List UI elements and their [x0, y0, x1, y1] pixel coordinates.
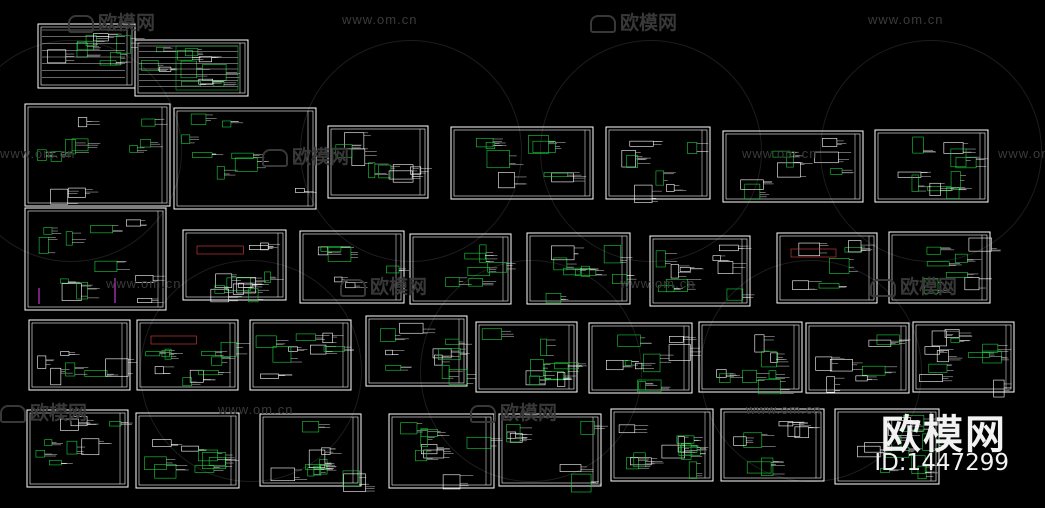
drawing-sheet[interactable] — [136, 319, 250, 391]
watermark-circle — [300, 40, 522, 262]
drawing-sheet[interactable] — [24, 207, 167, 311]
drawing-sheet[interactable] — [805, 322, 911, 394]
drawing-sheet[interactable] — [182, 229, 287, 303]
watermark-logo-icon — [0, 404, 26, 423]
drawing-sheet[interactable] — [698, 321, 803, 395]
drawing-sheet[interactable] — [649, 235, 755, 307]
watermark-url: www.om.cn — [342, 12, 418, 27]
drawing-sheet[interactable] — [24, 103, 171, 207]
watermark-brand: 欧模网 — [470, 398, 557, 425]
drawing-sheet[interactable] — [610, 408, 714, 482]
watermark-brand: 欧模网 — [340, 272, 427, 299]
watermark-circle — [420, 260, 642, 482]
drawing-sheet[interactable] — [722, 130, 864, 203]
watermark-logo-icon — [262, 148, 288, 167]
brand-logo-large: 欧模网 — [881, 412, 1007, 458]
watermark-logo-icon — [340, 278, 366, 297]
drawing-sheet[interactable] — [173, 107, 317, 210]
drawing-sheet[interactable] — [526, 232, 637, 305]
drawing-sheet[interactable] — [874, 129, 989, 203]
watermark-logo-icon — [590, 14, 616, 33]
drawing-sheet[interactable] — [450, 126, 594, 200]
drawing-sheet[interactable] — [888, 231, 1001, 304]
drawing-sheet[interactable] — [249, 319, 355, 391]
watermark-url: www.om.cn — [868, 12, 944, 27]
watermark-logo-icon — [870, 278, 896, 297]
drawing-sheet[interactable] — [605, 126, 711, 203]
watermark-brand: 欧模网 — [68, 8, 155, 35]
drawing-sheet[interactable] — [834, 408, 949, 485]
watermark-brand: 欧模网 — [262, 142, 349, 169]
model-id-label: ID:1447299 — [874, 450, 1009, 476]
watermark-url: www.om.cn — [0, 146, 76, 161]
watermark-url: www.om.cn — [746, 402, 822, 417]
drawing-sheet[interactable] — [365, 315, 477, 387]
watermark-url: www.om.cn — [106, 276, 182, 291]
drawing-sheet[interactable] — [28, 319, 137, 391]
drawing-sheet[interactable] — [388, 413, 503, 490]
watermark-logo-icon — [470, 404, 496, 423]
watermark-logo-icon — [68, 14, 94, 33]
drawing-sheet[interactable] — [134, 39, 249, 97]
watermark-circle — [140, 260, 362, 482]
drawing-sheet[interactable] — [588, 322, 702, 394]
watermark-url: www.om.cn — [742, 146, 818, 161]
watermark-url: www.om.cn — [998, 146, 1045, 161]
watermark-circle — [540, 40, 762, 262]
drawing-sheet[interactable] — [135, 412, 240, 489]
drawing-sheet[interactable] — [498, 413, 609, 493]
watermark-brand: 欧模网 — [590, 8, 677, 35]
drawing-sheet[interactable] — [259, 413, 376, 492]
watermark-url: www.om.cn — [218, 402, 294, 417]
drawing-sheet[interactable] — [26, 409, 133, 488]
drawing-sheet[interactable] — [720, 408, 825, 482]
drawing-sheet[interactable] — [475, 321, 587, 393]
drawing-sheet[interactable] — [409, 233, 516, 305]
drawing-sheet[interactable] — [912, 321, 1015, 398]
drawing-sheet[interactable] — [327, 125, 433, 199]
watermark-brand: 欧模网 — [0, 398, 87, 425]
drawing-sheet[interactable] — [299, 230, 410, 304]
watermark-url: www.om.cn — [620, 276, 696, 291]
drawing-sheet[interactable] — [776, 232, 878, 304]
watermark-brand: 欧模网 — [870, 272, 957, 299]
